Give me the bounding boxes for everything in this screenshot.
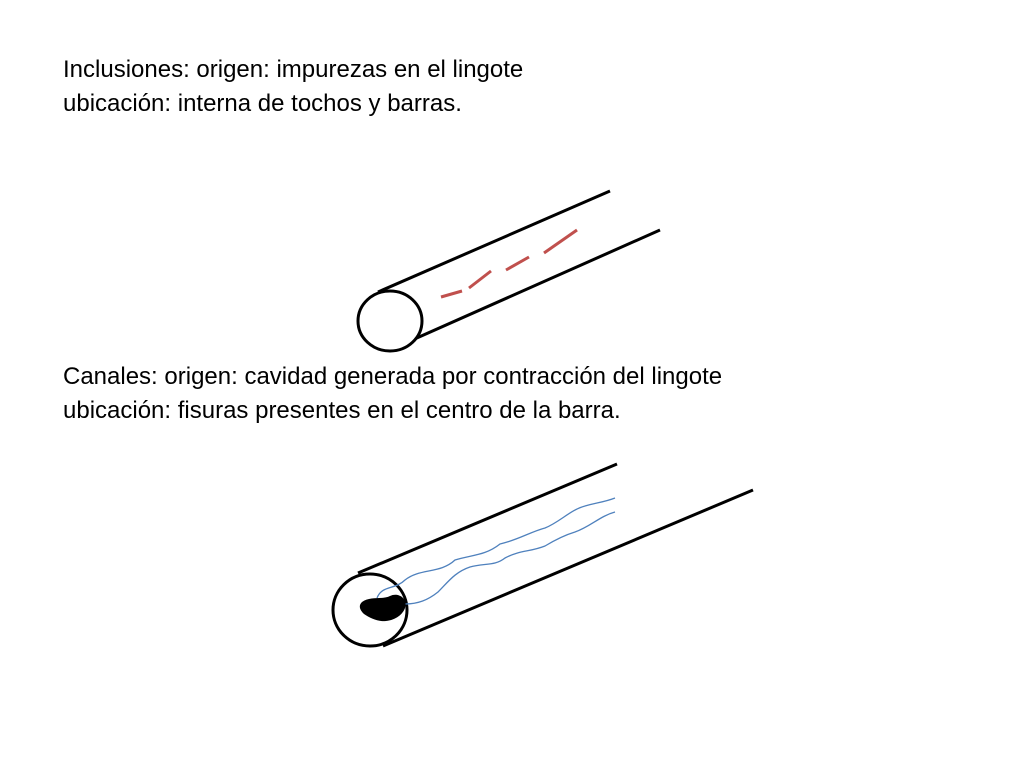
canales-text: Canales: origen: cavidad generada por co… [63,360,722,428]
inclusion-dashes [440,228,578,299]
bar-canales-bottom-edge [382,488,754,648]
crack-lines [376,497,616,605]
inclusion-dash [505,255,530,272]
bar-canales [331,462,754,648]
crack-line-lower [404,511,616,605]
bar-inclusiones-end-face [356,289,424,353]
cavity-shape [359,594,406,622]
bar-inclusiones-top-edge [377,189,611,294]
inclusiones-text: Inclusiones: origen: impurezas en el lin… [63,53,523,121]
bar-inclusiones-bottom-edge [391,228,661,351]
inclusion-dash [543,228,578,255]
canales-location-line: ubicación: fisuras presentes en el centr… [63,397,621,424]
crack-line-upper [376,497,616,599]
canales-origin-line: Canales: origen: cavidad generada por co… [63,363,723,390]
inclusiones-location-line: ubicación: interna de tochos y barras. [63,90,462,117]
inclusion-dash [440,289,463,299]
bar-inclusiones [356,189,661,353]
inclusiones-origin-line: Inclusiones: origen: impurezas en el lin… [63,56,524,83]
inclusion-dash [468,269,492,290]
bar-canales-top-edge [357,462,618,575]
